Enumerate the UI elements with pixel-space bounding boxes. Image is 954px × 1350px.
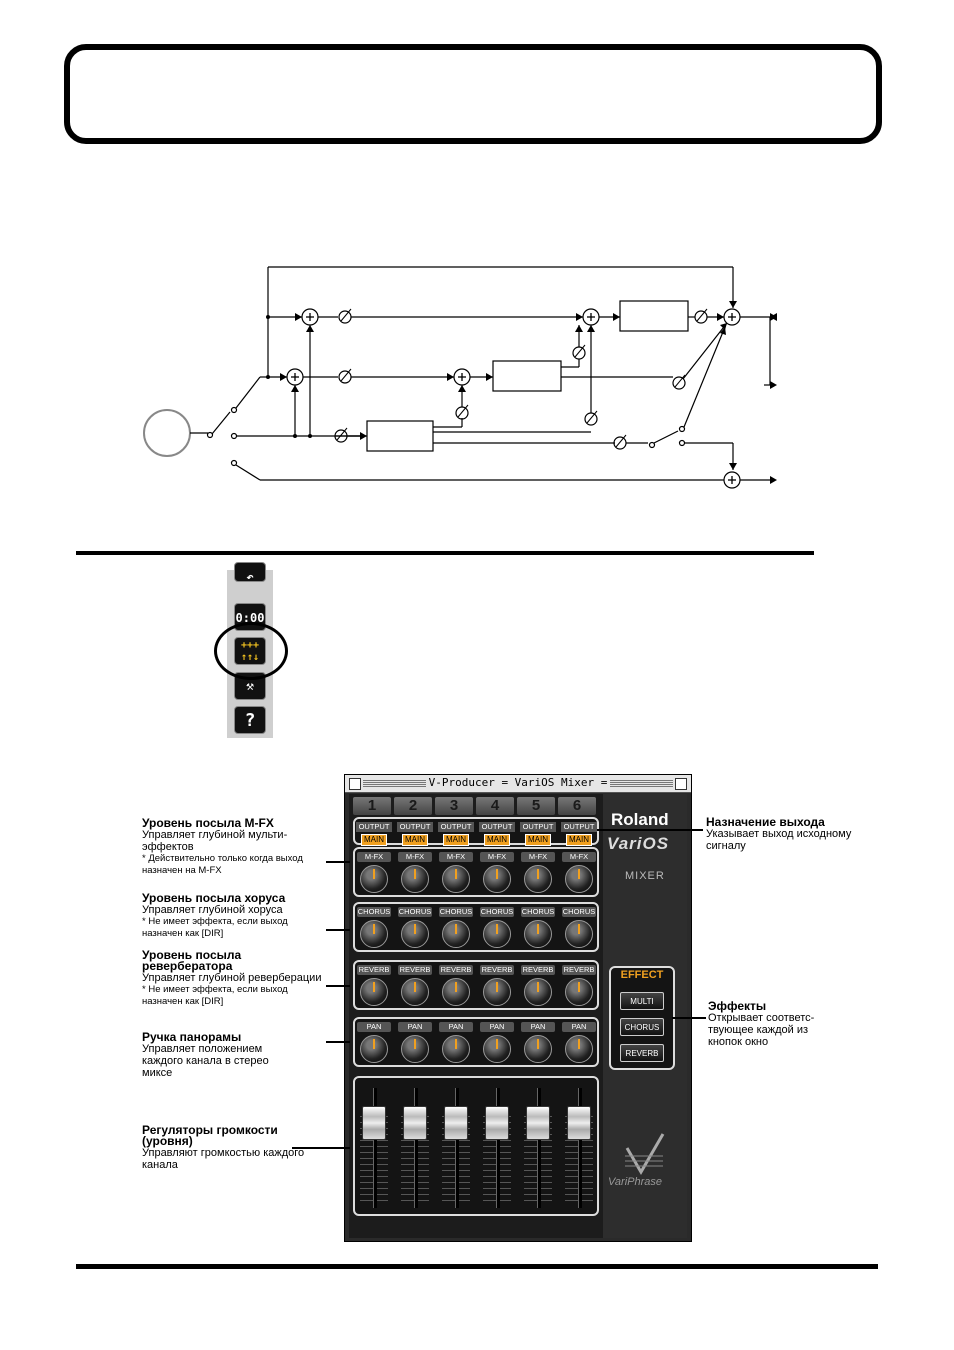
- effect-panel: EFFECT MULTI CHORUS REVERB: [609, 966, 675, 1070]
- undo-icon[interactable]: ↶: [234, 562, 266, 584]
- mixer-window: V-Producer = VariOS Mixer = 1 2 3 4 5 6 …: [344, 774, 692, 1242]
- reverb-send-knob[interactable]: REVERB: [560, 965, 598, 1006]
- annotation-chorus: Уровень посыла хоруса Управляет глубиной…: [142, 891, 288, 939]
- volume-fader[interactable]: [437, 1086, 475, 1212]
- fader-group: [353, 1076, 599, 1216]
- volume-fader[interactable]: [478, 1086, 516, 1212]
- help-icon[interactable]: ?: [234, 706, 266, 734]
- pan-group: PAN PAN PAN PAN PAN PAN: [353, 1017, 599, 1067]
- chorus-send-group: CHORUS CHORUS CHORUS CHORUS CHORUS CHORU…: [353, 902, 599, 952]
- reverb-send-group: REVERB REVERB REVERB REVERB REVERB REVER…: [353, 960, 599, 1010]
- variphrase-logo-icon: [625, 1133, 665, 1175]
- multi-effect-button[interactable]: MULTI: [620, 992, 664, 1010]
- pan-knob[interactable]: PAN: [560, 1022, 598, 1063]
- fader-handle[interactable]: [567, 1105, 591, 1140]
- channel-header: 4: [476, 797, 514, 815]
- chorus-send-knob[interactable]: CHORUS: [478, 907, 516, 948]
- mfx-send-knob[interactable]: M-FX: [355, 852, 393, 893]
- close-box-icon[interactable]: [349, 778, 361, 790]
- fader-handle[interactable]: [362, 1105, 386, 1140]
- fader-handle[interactable]: [526, 1105, 550, 1140]
- chorus-send-knob[interactable]: CHORUS: [560, 907, 598, 948]
- pan-knob[interactable]: PAN: [437, 1022, 475, 1063]
- reverb-send-knob[interactable]: REVERB: [519, 965, 557, 1006]
- window-titlebar[interactable]: V-Producer = VariOS Mixer =: [345, 775, 691, 793]
- pan-knob[interactable]: PAN: [396, 1022, 434, 1063]
- window-title: V-Producer = VariOS Mixer =: [425, 776, 611, 789]
- volume-fader[interactable]: [519, 1086, 557, 1212]
- zoom-box-icon[interactable]: [675, 778, 687, 790]
- chorus-send-knob[interactable]: CHORUS: [437, 907, 475, 948]
- signal-flow-diagram: [143, 266, 777, 489]
- fader-handle[interactable]: [444, 1105, 468, 1140]
- reverb-effect-button[interactable]: REVERB: [620, 1044, 664, 1062]
- channel-header: 1: [353, 797, 391, 815]
- chorus-send-knob[interactable]: CHORUS: [396, 907, 434, 948]
- mfx-send-knob[interactable]: M-FX: [560, 852, 598, 893]
- brand-logo: Roland: [611, 810, 669, 829]
- reverb-send-knob[interactable]: REVERB: [478, 965, 516, 1006]
- annotation-pan: Ручка панорамы Управляет положением кажд…: [142, 1030, 269, 1079]
- mfx-send-knob[interactable]: M-FX: [396, 852, 434, 893]
- leader-line: [672, 1017, 706, 1019]
- fader-handle[interactable]: [403, 1105, 427, 1140]
- reverb-send-knob[interactable]: REVERB: [437, 965, 475, 1006]
- fader-handle[interactable]: [485, 1105, 509, 1140]
- annotation-output: Назначение выхода Указывает выход исходн…: [706, 815, 852, 852]
- chorus-effect-button[interactable]: CHORUS: [620, 1018, 664, 1036]
- volume-fader[interactable]: [396, 1086, 434, 1212]
- pan-knob[interactable]: PAN: [478, 1022, 516, 1063]
- section-rule: [76, 551, 814, 555]
- reverb-block: [366, 420, 434, 452]
- leader-line: [326, 985, 350, 987]
- pan-knob[interactable]: PAN: [519, 1022, 557, 1063]
- product-logo: VariOS: [607, 834, 670, 853]
- chorus-send-knob[interactable]: CHORUS: [519, 907, 557, 948]
- mfx-send-knob[interactable]: M-FX: [478, 852, 516, 893]
- mfx-block: [492, 360, 562, 392]
- channel-header: 3: [435, 797, 473, 815]
- reverb-send-knob[interactable]: REVERB: [355, 965, 393, 1006]
- footer-rule: [76, 1264, 878, 1269]
- reverb-send-knob[interactable]: REVERB: [396, 965, 434, 1006]
- mfx-send-group: M-FX M-FX M-FX M-FX M-FX M-FX: [353, 847, 599, 897]
- chorus-block: [619, 300, 689, 332]
- pan-knob[interactable]: PAN: [355, 1022, 393, 1063]
- highlight-circle: [214, 622, 288, 680]
- mixer-caption: MIXER: [625, 870, 665, 882]
- effect-title: EFFECT: [620, 969, 664, 981]
- leader-line: [292, 1147, 350, 1149]
- input-source-node: [143, 409, 191, 457]
- mfx-send-knob[interactable]: M-FX: [519, 852, 557, 893]
- channel-header: 2: [394, 797, 432, 815]
- leader-line: [326, 1041, 350, 1043]
- title-frame: [64, 44, 882, 144]
- annotation-mfx: Уровень посыла M-FX Управляет глубиной м…: [142, 816, 303, 876]
- brand-panel: Roland VariOS MIXER EFFECT MULTI CHORUS …: [603, 794, 687, 1238]
- leader-line: [326, 929, 350, 931]
- leader-line: [326, 861, 350, 863]
- annotation-reverb: Уровень посыла ревербератора Управляет г…: [142, 948, 322, 1007]
- channel-header: 6: [558, 797, 596, 815]
- variphrase-caption: VariPhrase: [608, 1176, 663, 1188]
- mfx-send-knob[interactable]: M-FX: [437, 852, 475, 893]
- leader-line: [597, 829, 703, 831]
- annotation-fader: Регуляторы громкости (уровня) Управляют …: [142, 1123, 305, 1171]
- annotation-effects: Эффекты Открывает соответс-твующее каждо…: [708, 999, 815, 1048]
- chorus-send-knob[interactable]: CHORUS: [355, 907, 393, 948]
- volume-fader[interactable]: [355, 1086, 393, 1212]
- channel-header: 5: [517, 797, 555, 815]
- volume-fader[interactable]: [560, 1086, 598, 1212]
